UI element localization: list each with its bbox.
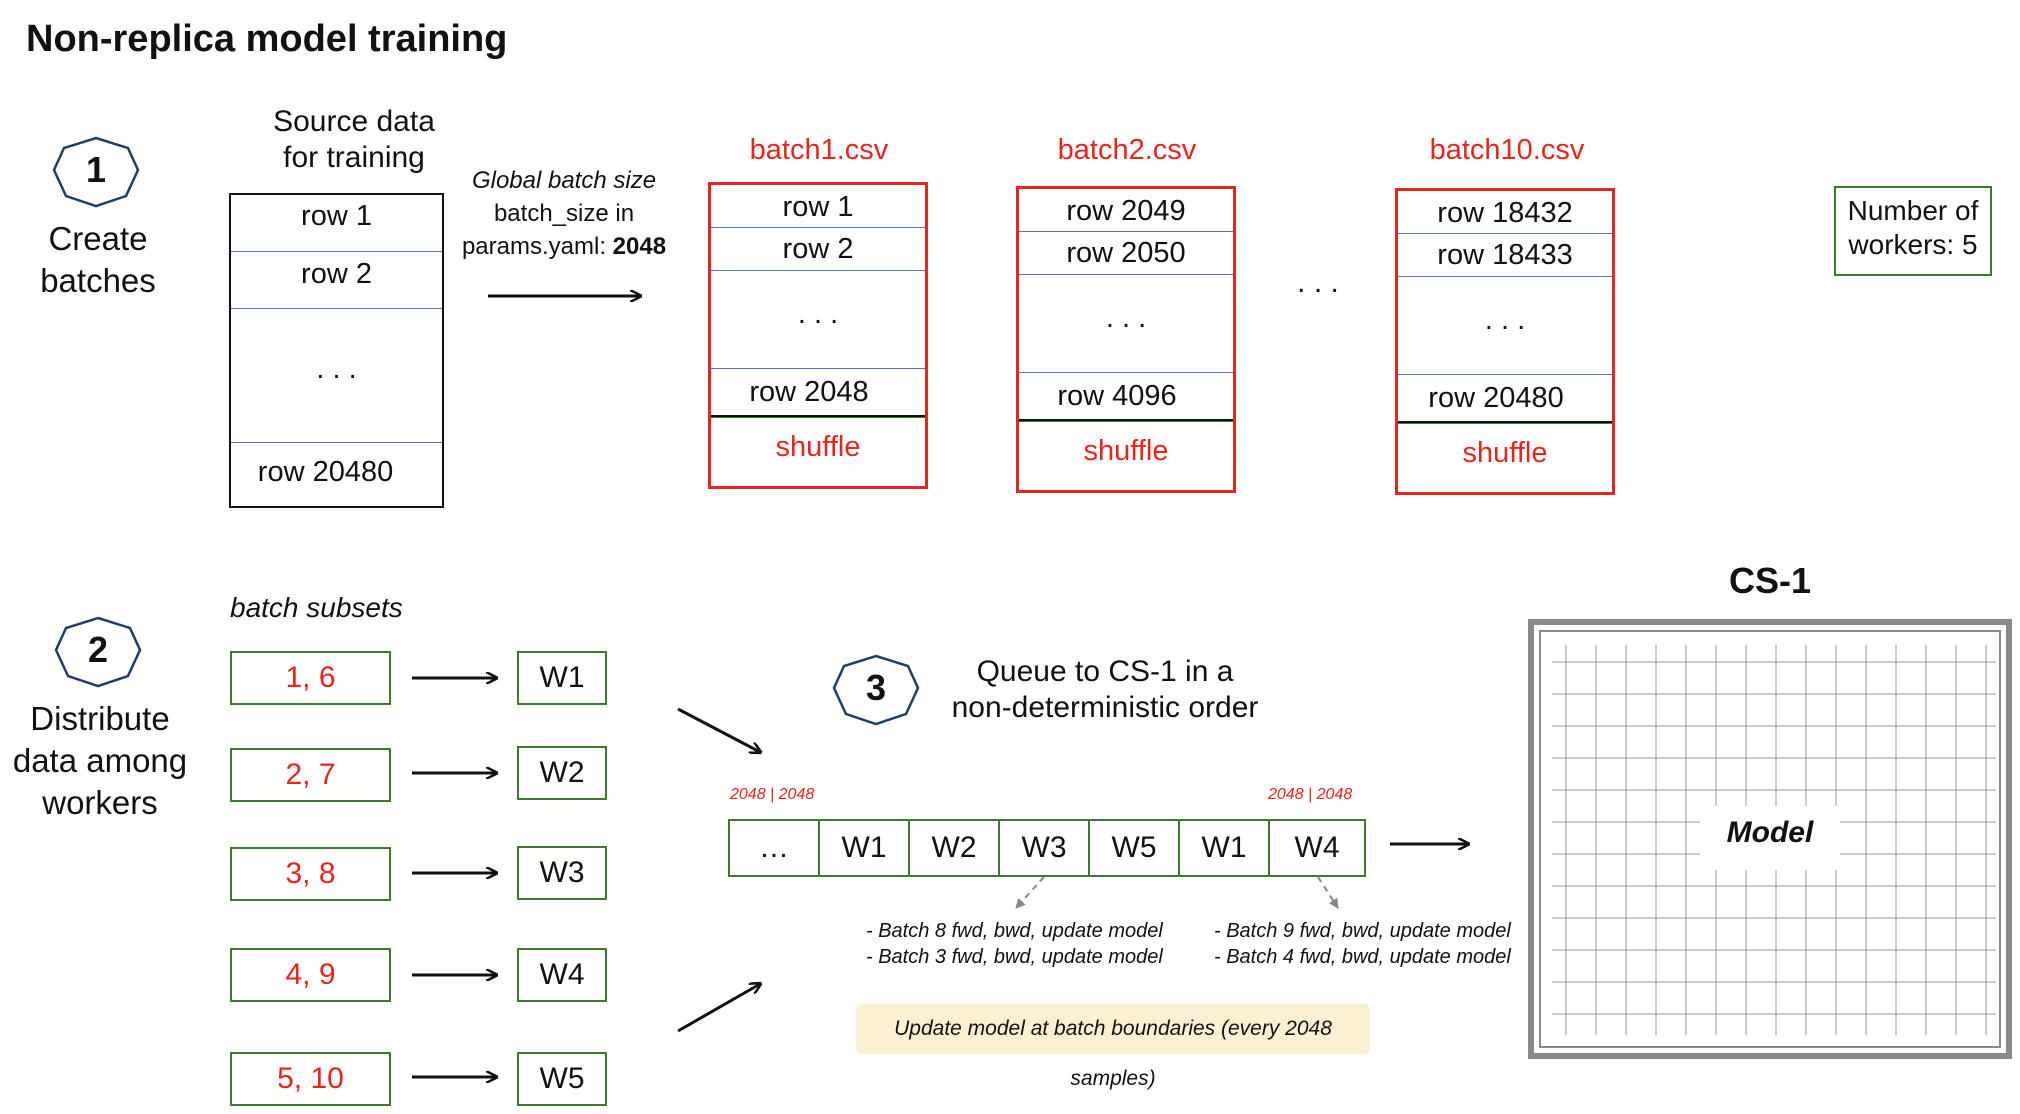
dashed-arrow-w3 [1015, 876, 1045, 909]
step1-label: Create batches [16, 218, 180, 302]
batch-row-last: row 2048 [711, 369, 925, 417]
dashed-arrow-w4 [1317, 876, 1339, 909]
batch-shuffle: shuffle [1398, 423, 1612, 488]
num-workers-line2: workers: 5 [1848, 229, 1978, 260]
batch-row-last: row 20480 [1398, 375, 1612, 423]
batch-file: row 1 row 2 . . . row 2048 shuffle [708, 182, 928, 489]
queue-size-label-right: 2048 | 2048 [1268, 786, 1353, 803]
subset-box: 4, 9 [230, 948, 391, 1002]
queue-note-left-line2: - Batch 3 fwd, bwd, update model [866, 946, 1163, 968]
batch-title: batch1.csv [749, 134, 889, 166]
queue-cell: W3 [1000, 821, 1090, 875]
batch-row: row 2050 [1019, 232, 1233, 275]
batch-shuffle: shuffle [1019, 421, 1233, 486]
step1-hexagon [52, 136, 140, 208]
batch-row: row 18433 [1398, 234, 1612, 277]
arrow-workers-to-queue-bottom [677, 984, 760, 1033]
step2-label-line3: workers [42, 784, 158, 821]
queue-cell: W1 [820, 821, 910, 875]
global-batch-heading: Global batch size [471, 167, 657, 194]
worker-box: W5 [517, 1052, 607, 1106]
source-row-ellipsis: . . . [231, 309, 442, 443]
subset-box: 2, 7 [230, 748, 391, 802]
batch-file: row 18432 row 18433 . . . row 20480 shuf… [1395, 188, 1615, 495]
batch-row-ellipsis: . . . [1398, 277, 1612, 375]
arrow-workers-to-queue-top [677, 707, 760, 752]
global-batch-prefix: params.yaml: [461, 233, 613, 260]
batch-row: row 1 [711, 185, 925, 228]
step2-label: Distribute data among workers [10, 698, 190, 824]
queue-cell-ellipsis: … [730, 821, 820, 875]
step1-label-line2: batches [40, 262, 156, 299]
global-batch-info: Global batch size batch_size in params.y… [450, 164, 678, 263]
step1-label-line1: Create [48, 220, 148, 257]
step3-label-line2: non-deterministic order [951, 691, 1259, 724]
global-batch-line2: batch_size in [493, 200, 635, 227]
cs1-title: CS-1 [1728, 560, 1812, 601]
global-batch-value: 2048 [612, 233, 667, 260]
batch-row: row 2 [711, 228, 925, 271]
subset-box: 3, 8 [230, 847, 391, 901]
queue-note-right: - Batch 9 fwd, bwd, update model - Batch… [1214, 918, 1511, 970]
batch-shuffle: shuffle [711, 417, 925, 482]
batch-row: row 2049 [1019, 189, 1233, 232]
queue-cell: W2 [910, 821, 1000, 875]
step3-label-line1: Queue to CS-1 in a [976, 655, 1234, 688]
queue-cell: W5 [1090, 821, 1180, 875]
step2-label-line2: data among [12, 742, 188, 779]
queue-note-left: - Batch 8 fwd, bwd, update model - Batch… [866, 918, 1163, 970]
batch-file: row 2049 row 2050 . . . row 4096 shuffle [1016, 186, 1236, 493]
subset-box: 5, 10 [230, 1052, 391, 1106]
cs1-queue: … W1 W2 W3 W5 W1 W4 [728, 819, 1366, 877]
worker-box: W1 [517, 651, 607, 705]
batch-title: batch10.csv [1429, 134, 1585, 166]
queue-cell: W1 [1180, 821, 1270, 875]
worker-box: W2 [517, 746, 607, 800]
queue-size-label-left: 2048 | 2048 [730, 786, 815, 803]
batch-row-ellipsis: . . . [711, 271, 925, 369]
queue-note-right-line1: - Batch 9 fwd, bwd, update model [1214, 920, 1511, 942]
source-row-last: row 20480 [257, 456, 394, 488]
source-row: row 1 [231, 195, 442, 252]
queue-note-left-line1: - Batch 8 fwd, bwd, update model [866, 920, 1163, 942]
num-workers-line1: Number of [1847, 195, 1979, 226]
global-batch-line3: params.yaml: 2048 [450, 230, 678, 263]
source-title: Source data for training [254, 104, 454, 176]
queue-note-right-line2: - Batch 4 fwd, bwd, update model [1214, 946, 1511, 968]
batches-ellipsis: . . . [1297, 266, 1339, 299]
step1-number: 1 [85, 149, 107, 190]
queue-cell: W4 [1294, 831, 1340, 864]
batch-row: row 18432 [1398, 191, 1612, 234]
num-workers-box: Number of workers: 5 [1834, 186, 1992, 276]
page-title: Non-replica model training [26, 18, 508, 60]
update-model-note: Update model at batch boundaries (every … [856, 1004, 1370, 1090]
source-title-line1: Source data [273, 105, 435, 138]
subset-box: 1, 6 [230, 651, 391, 705]
step3-label: Queue to CS-1 in a non-deterministic ord… [940, 654, 1270, 726]
step2-label-line1: Distribute [30, 700, 170, 737]
batch-title: batch2.csv [1057, 134, 1197, 166]
subsets-label: batch subsets [230, 592, 403, 623]
step3-hexagon [832, 654, 920, 726]
source-data-table: row 1 row 2 . . . row 20480 [229, 193, 444, 508]
cs1-model-label: Model [1726, 816, 1814, 849]
step2-number: 2 [87, 629, 109, 670]
batch-row-last: row 4096 [1019, 373, 1233, 421]
worker-box: W3 [517, 846, 607, 900]
step3-number: 3 [865, 667, 887, 708]
cs1-model-bg [1700, 806, 1840, 870]
source-row: row 2 [231, 252, 442, 309]
source-title-line2: for training [283, 141, 425, 174]
batch-row-ellipsis: . . . [1019, 275, 1233, 373]
worker-box: W4 [517, 948, 607, 1002]
step2-hexagon [54, 616, 142, 688]
